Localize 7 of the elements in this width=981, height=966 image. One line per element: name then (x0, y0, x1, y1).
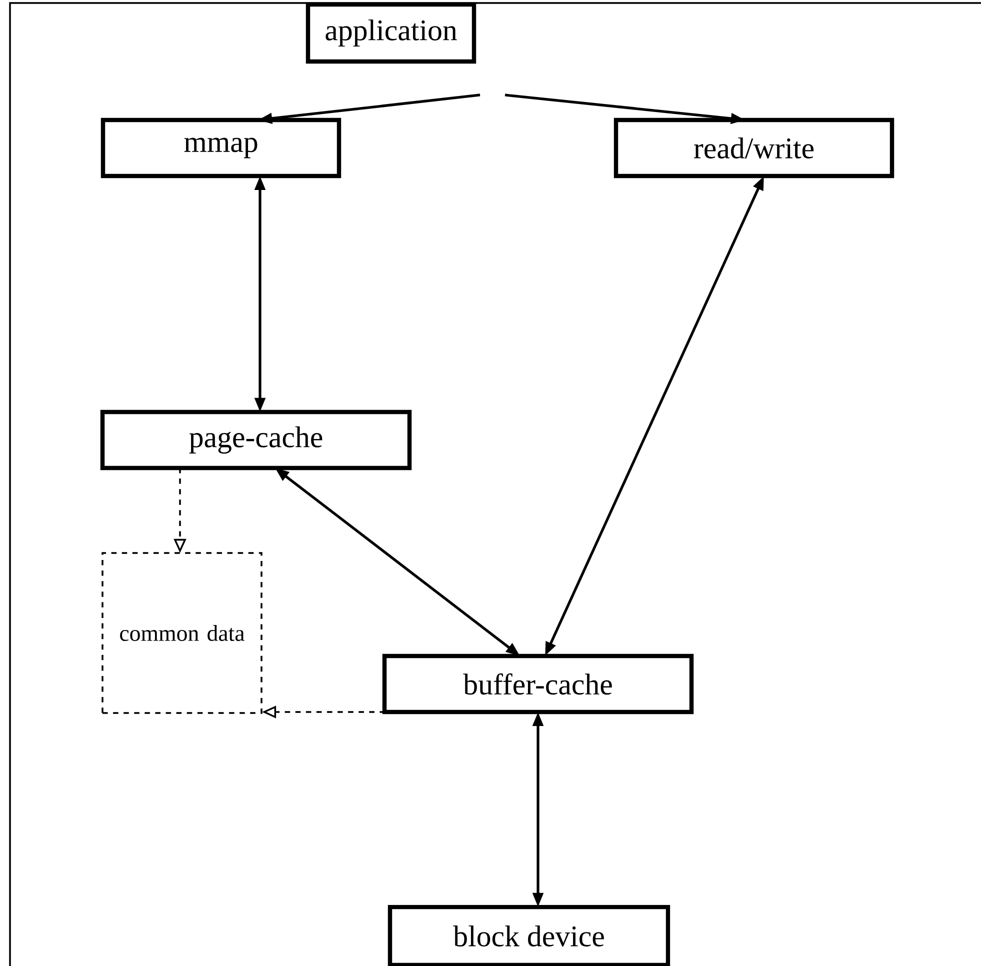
process-box: buffer-cache (382, 654, 694, 714)
process-box: mmap (100, 118, 342, 178)
process-box: block device (388, 904, 670, 966)
process-box: read/write (614, 118, 894, 178)
dashed-box: common data (102, 552, 262, 714)
process-box: application (306, 2, 476, 64)
process-box: page-cache (100, 410, 412, 470)
